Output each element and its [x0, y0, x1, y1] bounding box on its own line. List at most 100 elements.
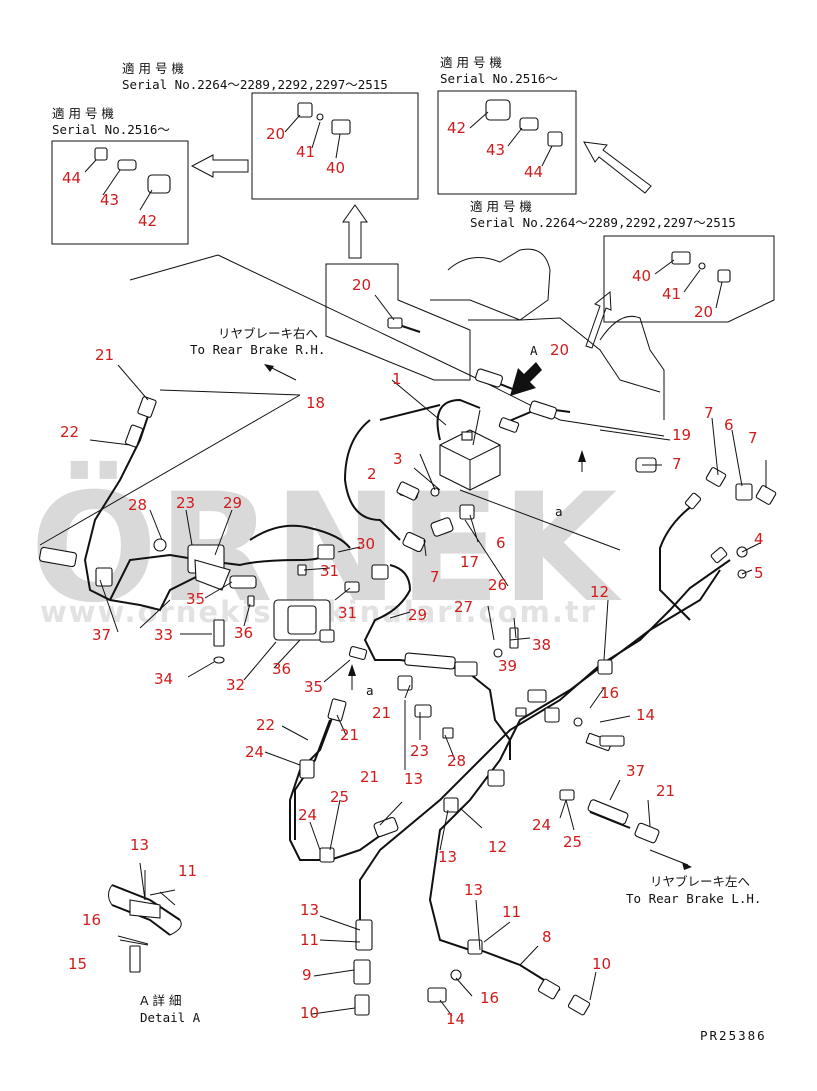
callout-16: 16 — [600, 684, 619, 702]
box-a-serial: Serial No.2516〜 — [52, 122, 170, 137]
inset-box-serial-2264-top: 適 用 号 機 Serial No.2264〜2289,2292,2297〜25… — [122, 61, 419, 200]
callout-21: 21 — [360, 768, 379, 786]
callout-33: 33 — [154, 626, 173, 644]
view-arrow-icon — [510, 362, 542, 396]
callout-42: 42 — [447, 119, 466, 137]
leader-lines — [89, 364, 767, 1017]
callout-3: 3 — [393, 450, 403, 468]
callout-39: 39 — [498, 657, 517, 675]
view-label-A: A — [530, 343, 538, 358]
callout-24: 24 — [245, 743, 264, 761]
frame-detail-area: 20 — [325, 248, 665, 420]
inset-box-serial-2516-right: 適 用 号 機 Serial No.2516〜 42 43 44 — [437, 55, 577, 195]
callout-31: 31 — [338, 604, 357, 622]
callout-43: 43 — [486, 141, 505, 159]
detail-a-jp: A 詳 細 — [140, 993, 182, 1008]
callout-2: 2 — [367, 465, 377, 483]
callout-7: 7 — [704, 404, 714, 422]
arrow-up-right-icon — [585, 291, 612, 349]
rear-lh-jp: リヤブレーキ左へ — [650, 874, 750, 889]
arrow-up-icon — [342, 204, 368, 259]
callout-20: 20 — [266, 125, 285, 143]
annotations: リヤブレーキ右へ To Rear Brake R.H. リヤブレーキ左へ To … — [190, 326, 767, 1043]
callout-34: 34 — [154, 670, 173, 688]
callout-24: 24 — [298, 806, 317, 824]
callout-15: 15 — [68, 955, 87, 973]
callout-23: 23 — [176, 494, 195, 512]
arrow-up-left-icon — [583, 141, 652, 194]
callout-35: 35 — [186, 590, 205, 608]
callout-44: 44 — [62, 169, 81, 187]
box-c-serial: Serial No.2516〜 — [440, 71, 558, 86]
callout-25: 25 — [563, 833, 582, 851]
callout-5: 5 — [754, 564, 764, 582]
callout-42: 42 — [138, 212, 157, 230]
callouts: 1 2 3 6 7 7 7 7 6 4 5 17 18 19 26 21 22 … — [60, 346, 764, 1028]
rear-lh-en: To Rear Brake L.H. — [626, 891, 761, 906]
callout-22: 22 — [256, 716, 275, 734]
arrow-left-icon — [190, 154, 249, 178]
detail-A: A 詳 細 Detail A — [108, 870, 201, 1025]
callout-7: 7 — [748, 429, 758, 447]
callout-13: 13 — [438, 848, 457, 866]
callout-27: 27 — [454, 598, 473, 616]
callout-11: 11 — [178, 862, 197, 880]
callout-13: 13 — [130, 836, 149, 854]
callout-21: 21 — [340, 726, 359, 744]
callout-18: 18 — [306, 394, 325, 412]
callout-30: 30 — [356, 535, 375, 553]
callout-13: 13 — [404, 770, 423, 788]
box-b-applicable: 適 用 号 機 — [122, 61, 184, 76]
callout-29: 29 — [223, 494, 242, 512]
callout-7: 7 — [672, 455, 682, 473]
callout-19: 19 — [672, 426, 691, 444]
callout-13: 13 — [300, 901, 319, 919]
callout-41: 41 — [296, 143, 315, 161]
callout-26: 26 — [488, 576, 507, 594]
callout-10: 10 — [300, 1004, 319, 1022]
callout-16: 16 — [82, 911, 101, 929]
detail-a-en: Detail A — [140, 1010, 201, 1025]
callout-11: 11 — [300, 931, 319, 949]
callout-23: 23 — [410, 742, 429, 760]
callout-24: 24 — [532, 816, 551, 834]
callout-25: 25 — [330, 788, 349, 806]
callout-40: 40 — [632, 267, 651, 285]
callout-20: 20 — [694, 303, 713, 321]
box-d-serial: Serial No.2264〜2289,2292,2297〜2515 — [470, 215, 736, 230]
callout-6: 6 — [724, 416, 734, 434]
callout-21: 21 — [656, 782, 675, 800]
brake-valve — [439, 429, 501, 491]
callout-31: 31 — [320, 562, 339, 580]
callout-38: 38 — [532, 636, 551, 654]
leader-line — [217, 254, 665, 437]
callout-4: 4 — [754, 530, 764, 548]
callout-43: 43 — [100, 191, 119, 209]
callout-35: 35 — [304, 678, 323, 696]
callout-12: 12 — [590, 583, 609, 601]
callout-37: 37 — [92, 626, 111, 644]
callout-8: 8 — [542, 928, 552, 946]
rear-rh-jp: リヤブレーキ右へ — [218, 326, 318, 341]
callout-1: 1 — [392, 370, 402, 388]
callout-16: 16 — [480, 989, 499, 1007]
callout-36: 36 — [234, 624, 253, 642]
callout-36: 36 — [272, 660, 291, 678]
view-label-a: a — [366, 683, 374, 698]
callout-21: 21 — [372, 704, 391, 722]
drawing-code: PR25386 — [700, 1028, 767, 1043]
callout-21: 21 — [95, 346, 114, 364]
callout-14: 14 — [446, 1010, 465, 1028]
callout-40: 40 — [326, 159, 345, 177]
callout-28: 28 — [128, 496, 147, 514]
callout-7: 7 — [430, 568, 440, 586]
callout-6: 6 — [496, 534, 506, 552]
inset-box-serial-2516-left: 適 用 号 機 Serial No.2516〜 44 43 42 — [51, 106, 189, 245]
callout-29: 29 — [408, 606, 427, 624]
callout-44: 44 — [524, 163, 543, 181]
box-d-applicable: 適 用 号 機 — [470, 199, 532, 214]
callout-11: 11 — [502, 903, 521, 921]
view-label-a: a — [555, 504, 563, 519]
rear-rh-en: To Rear Brake R.H. — [190, 342, 325, 357]
